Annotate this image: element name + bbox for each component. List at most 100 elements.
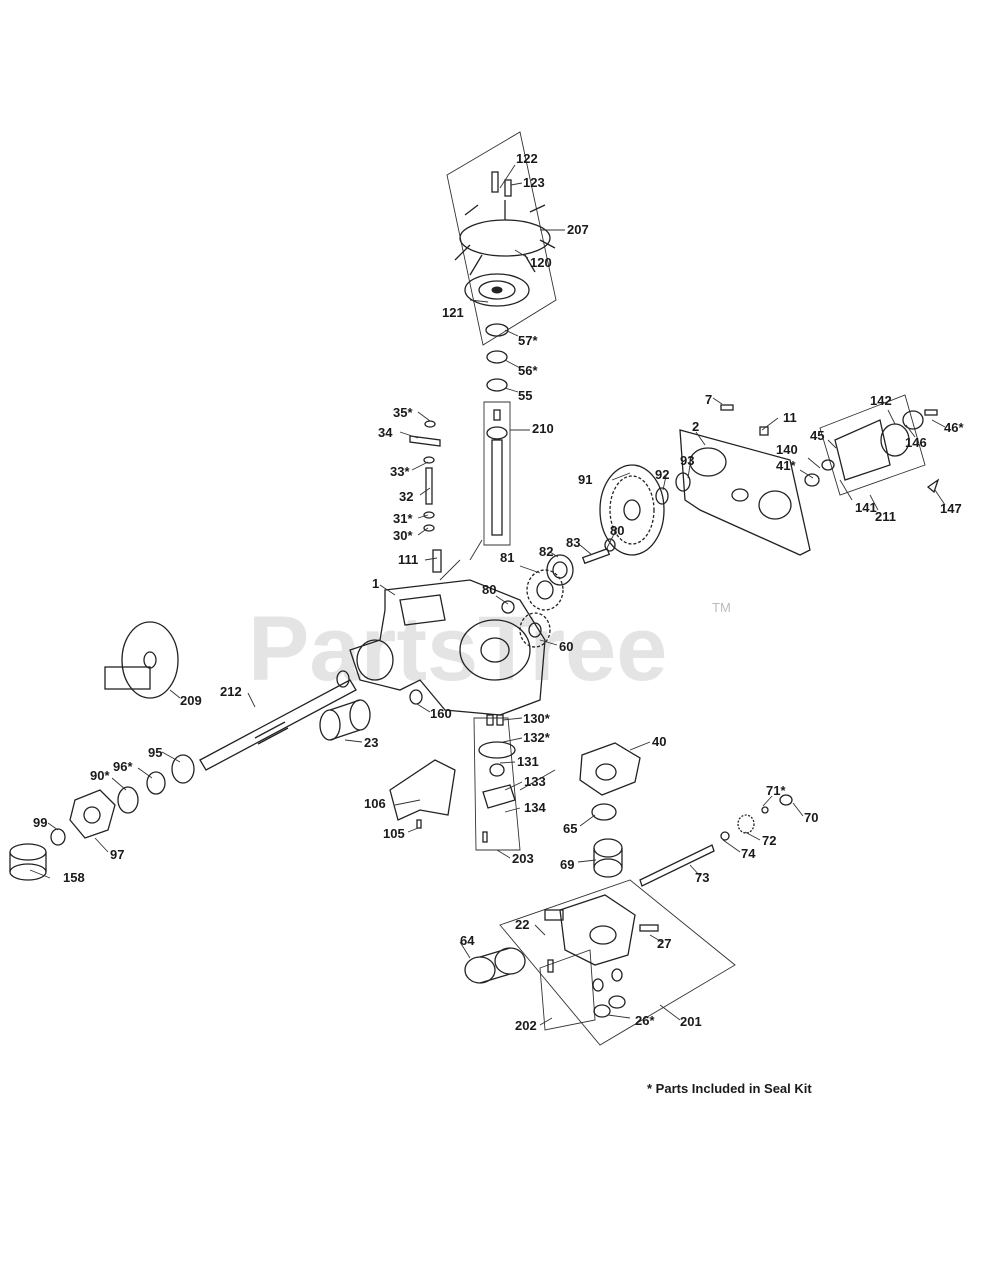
callout-121: 121 (442, 305, 464, 320)
callout-97: 97 (110, 847, 124, 862)
gear-91 (599, 464, 665, 556)
callout-65: 65 (563, 821, 577, 836)
bolt-105 (416, 819, 422, 829)
callout-132: 132* (523, 730, 551, 745)
ring-71 (761, 806, 769, 814)
group-box-203 (473, 717, 521, 851)
gear-72 (737, 814, 755, 834)
washer-70 (779, 794, 793, 806)
callout-207: 207 (567, 222, 589, 237)
cap-158 (9, 843, 47, 881)
ring-57 (485, 323, 509, 337)
bolt-11 (759, 426, 769, 436)
callout-202: 202 (515, 1018, 537, 1033)
washer-80-lower (501, 600, 515, 614)
callout-160: 160 (430, 706, 452, 721)
seal-96 (146, 771, 166, 795)
callout-211: 211 (875, 509, 896, 524)
callout-33: 33* (390, 464, 410, 479)
cylinder-block-69 (593, 838, 623, 878)
bearing-93 (675, 472, 691, 492)
callout-70: 70 (804, 810, 818, 825)
callout-93: 93 (680, 453, 694, 468)
gear-60 (519, 612, 551, 648)
callout-133: 133 (524, 774, 546, 789)
callout-81: 81 (500, 550, 514, 565)
seal-65 (591, 803, 617, 821)
group-box-202 (539, 949, 596, 1031)
callout-45: 45 (810, 428, 824, 443)
shaft-83 (581, 547, 611, 565)
snap-ring-90 (117, 786, 139, 814)
callout-69: 69 (560, 857, 574, 872)
callout-146: 146 (905, 435, 927, 450)
input-shaft-210 (486, 409, 508, 536)
callout-31: 31* (393, 511, 413, 526)
callout-91: 91 (578, 472, 592, 487)
callout-141: 141 (855, 500, 877, 515)
callout-147: 147 (940, 501, 962, 516)
bracket-assembly-211 (804, 409, 940, 494)
hub-97 (69, 789, 116, 839)
watermark-trademark: TM (712, 600, 731, 615)
seal-kit-footnote: * Parts Included in Seal Kit (647, 1081, 812, 1096)
callout-99: 99 (33, 815, 47, 830)
callout-95: 95 (148, 745, 162, 760)
washer-80-upper (604, 538, 616, 552)
callout-111: 111 (398, 552, 418, 567)
ring-74 (720, 831, 730, 841)
callout-57: 57* (518, 333, 538, 348)
callout-120: 120 (530, 255, 552, 270)
gear-82 (546, 554, 574, 586)
callout-210: 210 (532, 421, 554, 436)
group-box-211 (819, 394, 926, 496)
callout-212: 212 (220, 684, 242, 699)
callout-27: 27 (657, 936, 671, 951)
callout-134: 134 (524, 800, 546, 815)
callout-55: 55 (518, 388, 532, 403)
callout-142: 142 (870, 393, 892, 408)
callout-41: 41* (776, 458, 796, 473)
callout-1: 1 (372, 576, 379, 591)
callout-64: 64 (460, 933, 475, 948)
callout-209: 209 (180, 693, 202, 708)
callout-80-upper: 80 (610, 523, 624, 538)
callout-40: 40 (652, 734, 666, 749)
callout-72: 72 (762, 833, 776, 848)
bearing-95 (171, 754, 195, 784)
spring-202 (547, 959, 554, 973)
callout-60: 60 (559, 639, 573, 654)
callout-131: 131 (517, 754, 539, 769)
callout-130: 130* (523, 711, 551, 726)
seal-56 (486, 350, 508, 364)
callout-96: 96* (113, 759, 133, 774)
cylinder-block-64 (464, 947, 526, 984)
callout-11: 11 (783, 410, 797, 425)
callout-122: 122 (516, 151, 538, 166)
watermark: PartsTree (248, 598, 667, 700)
pulley-121 (464, 273, 530, 307)
callout-2: 2 (692, 419, 699, 434)
callout-26: 26* (635, 1013, 655, 1028)
callout-140: 140 (776, 442, 798, 457)
callout-82: 82 (539, 544, 553, 559)
hub-209 (104, 621, 179, 699)
callout-32: 32 (399, 489, 413, 504)
pin-stack-30-35 (409, 420, 441, 532)
callout-90: 90* (90, 768, 110, 783)
shaft-73 (639, 844, 715, 887)
cover-2 (679, 429, 811, 556)
washer-92 (655, 487, 669, 505)
callout-23: 23 (364, 735, 378, 750)
callout-7: 7 (705, 392, 712, 407)
callout-56: 56* (518, 363, 538, 378)
callout-73: 73 (695, 870, 709, 885)
callout-105: 105 (383, 826, 405, 841)
callout-203: 203 (512, 851, 534, 866)
callout-35: 35* (393, 405, 413, 420)
callout-71: 71* (766, 783, 786, 798)
callout-22: 22 (515, 917, 529, 932)
callout-46: 46* (944, 420, 964, 435)
